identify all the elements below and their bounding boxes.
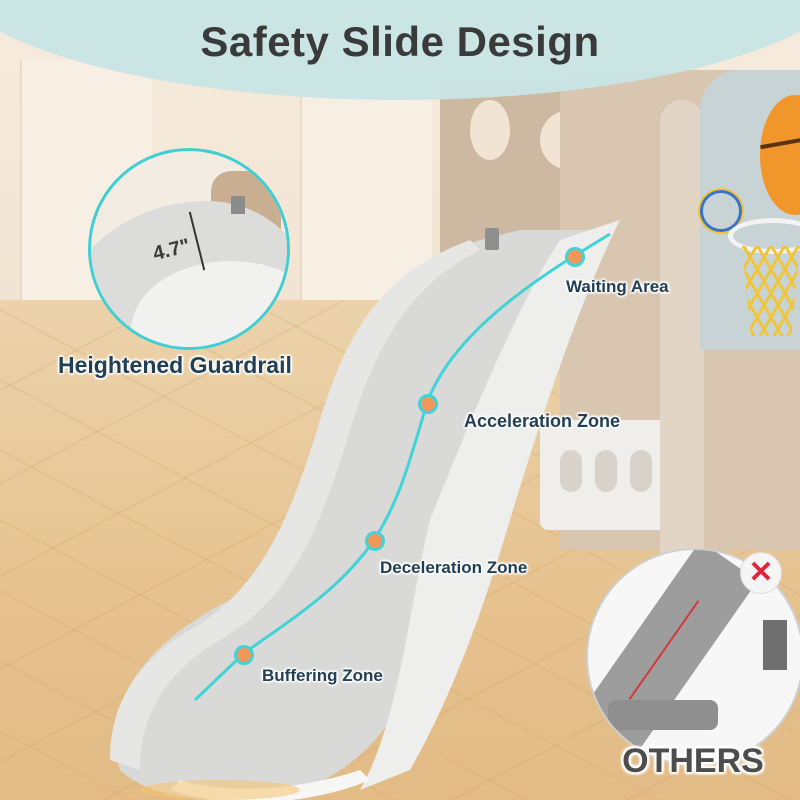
- toss-ring: [700, 190, 742, 232]
- playset-pillar: [660, 100, 704, 560]
- panel-slot: [595, 450, 617, 492]
- zone-label-deceleration: Deceleration Zone: [380, 558, 528, 577]
- x-badge: ✕: [740, 552, 782, 594]
- others-label: OTHERS: [622, 742, 764, 780]
- basketball-net: [742, 246, 800, 336]
- panel-slot: [630, 450, 652, 492]
- wall-hole: [470, 100, 510, 160]
- acceleration-zone-marker: [418, 394, 438, 414]
- zone-label-acceleration: Acceleration Zone: [464, 411, 621, 431]
- deceleration-zone-marker: [365, 531, 385, 551]
- zone-label-buffering: Buffering Zone: [262, 666, 383, 685]
- guardrail-tab: [231, 196, 245, 214]
- guardrail-detail-circle: 4.7": [88, 148, 290, 350]
- guardrail-label: Heightened Guardrail: [58, 352, 292, 378]
- waiting-area-marker: [565, 247, 585, 267]
- x-icon: ✕: [748, 556, 774, 589]
- buffering-zone-marker: [234, 645, 254, 665]
- page-title: Safety Slide Design: [200, 18, 600, 65]
- competitor-ladder: [763, 620, 787, 670]
- panel-slot: [560, 450, 582, 492]
- competitor-slide-base: [608, 700, 718, 730]
- zone-label-waiting: Waiting Area: [566, 277, 669, 296]
